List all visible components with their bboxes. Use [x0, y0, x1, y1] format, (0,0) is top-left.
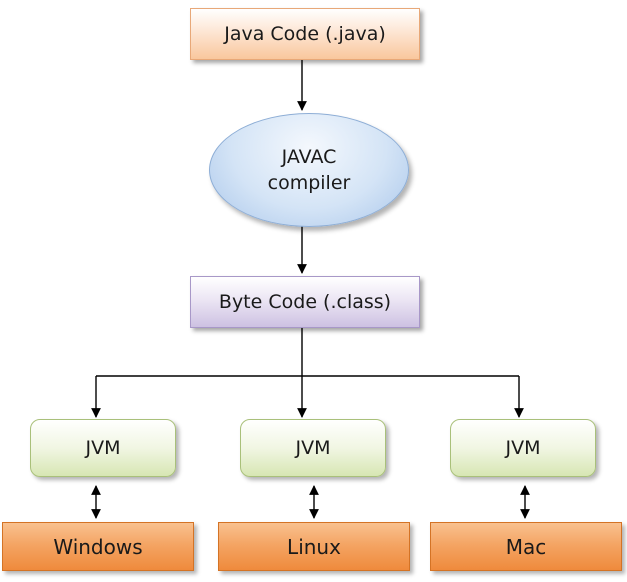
os-mac-box: Mac: [430, 522, 622, 571]
java-source-box: Java Code (.java): [190, 8, 420, 60]
bytecode-box: Byte Code (.class): [190, 276, 420, 328]
os-linux-box: Linux: [218, 522, 410, 571]
jvm-windows-label: JVM: [85, 437, 121, 459]
jvm-mac-label: JVM: [505, 437, 541, 459]
jvm-mac-box: JVM: [450, 419, 596, 477]
os-mac-label: Mac: [505, 534, 547, 559]
javac-compiler-ellipse: JAVAC compiler: [209, 113, 409, 227]
java-source-label: Java Code (.java): [224, 23, 386, 45]
javac-compiler-label: JAVAC compiler: [268, 144, 351, 196]
jvm-linux-label: JVM: [295, 437, 331, 459]
jvm-windows-box: JVM: [30, 419, 176, 477]
jvm-linux-box: JVM: [240, 419, 386, 477]
os-windows-box: Windows: [2, 522, 194, 571]
javac-label-line1: JAVAC: [281, 146, 337, 168]
os-linux-label: Linux: [287, 534, 341, 559]
javac-label-line2: compiler: [267, 172, 351, 194]
os-windows-label: Windows: [53, 534, 143, 559]
bytecode-label: Byte Code (.class): [218, 291, 392, 313]
